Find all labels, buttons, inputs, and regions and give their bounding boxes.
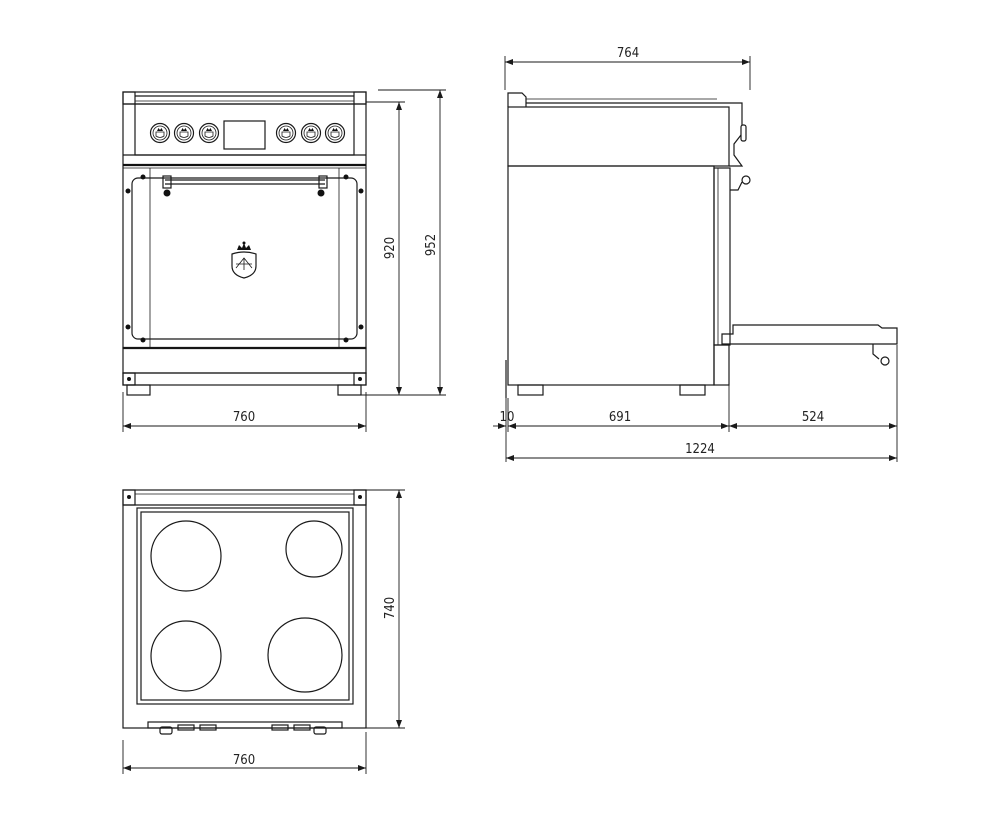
open-door-tray (721, 324, 898, 345)
dimension-label: 691 (609, 410, 631, 425)
dimension-label: 10 (500, 410, 515, 425)
burner (150, 620, 222, 692)
top-view (122, 489, 367, 735)
dimension-front-height: 920 (361, 101, 446, 396)
knob-icon (177, 724, 195, 731)
front-view (122, 91, 367, 396)
knobs-top (159, 724, 327, 735)
knob-icon (198, 122, 220, 144)
display (223, 120, 266, 150)
dimension-side-depths: 10 691 524 1224 (493, 345, 898, 462)
knob-icon (275, 122, 297, 144)
knob-icon (173, 122, 195, 144)
dimension-front-width: 760 (122, 392, 367, 432)
side-view (505, 92, 898, 398)
knob-icon (293, 724, 311, 731)
knob-icon (271, 724, 289, 731)
brand-crest-logo (231, 241, 257, 279)
oven-door (131, 177, 358, 340)
knob-icon (324, 122, 346, 144)
dimension-front-total-height: 952 (378, 89, 446, 395)
dimension-label: 920 (383, 237, 398, 259)
dimension-label: 764 (617, 46, 639, 61)
dimension-top-width: 760 (122, 732, 367, 774)
control-panel (134, 103, 355, 156)
dimension-label: 760 (233, 410, 255, 425)
dimension-top-depth: 740 (366, 489, 405, 729)
dimension-label: 1224 (685, 442, 715, 457)
dimension-label: 760 (233, 753, 255, 768)
knob-icon (149, 122, 171, 144)
dimension-label: 524 (802, 410, 824, 425)
dimension-label: 952 (424, 234, 439, 256)
glass-cooktop (140, 511, 350, 701)
knob-icon (199, 724, 217, 731)
knob-icon (300, 122, 322, 144)
knob-icon (159, 726, 173, 735)
burner (285, 520, 343, 578)
dimension-side-top-depth: 764 (504, 46, 751, 90)
burner (150, 520, 222, 592)
dimension-label: 740 (383, 597, 398, 619)
burner (267, 617, 343, 693)
knobs (149, 122, 346, 144)
knob-icon (313, 726, 327, 735)
